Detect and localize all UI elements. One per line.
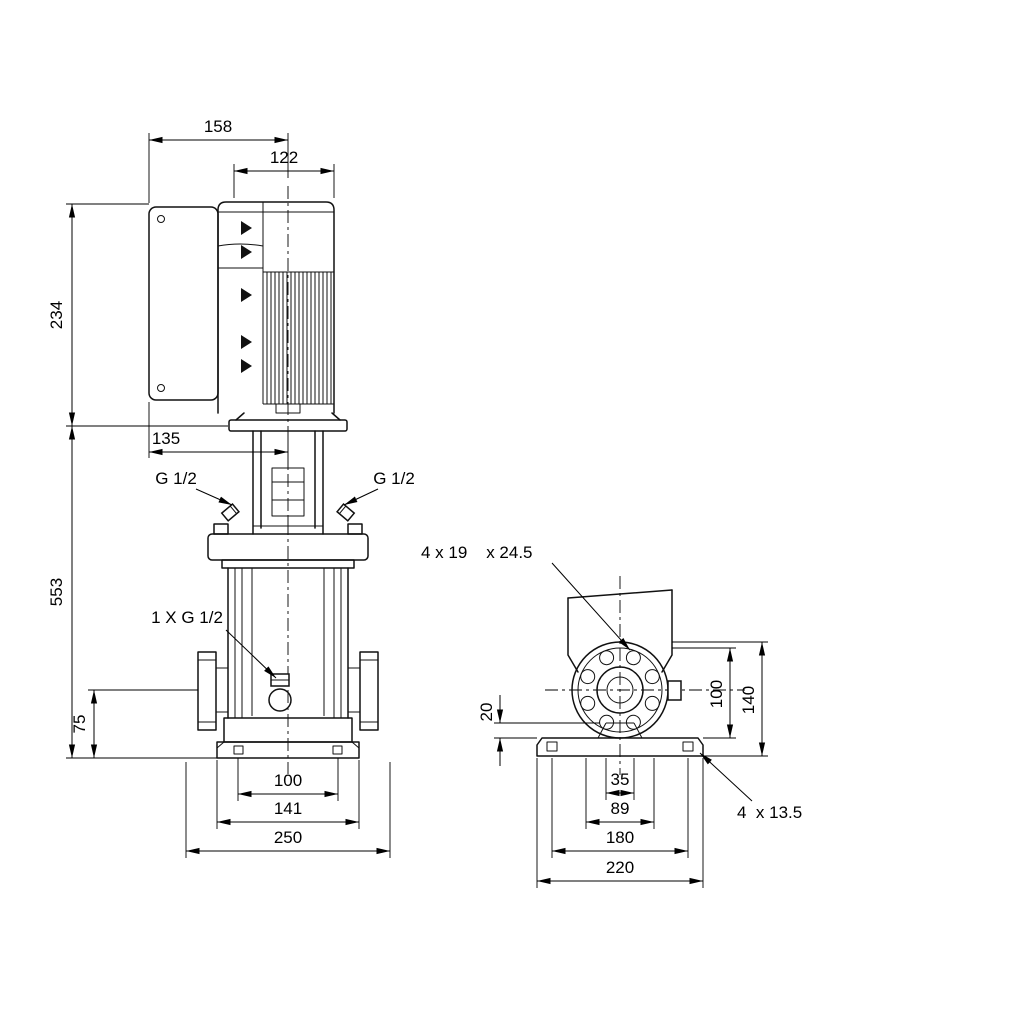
side-view: 158 122 234 553 135 75 xyxy=(47,117,415,858)
dim-75-label: 75 xyxy=(70,715,89,734)
label-g12-right: G 1/2 xyxy=(343,469,415,506)
dim-89: 89 xyxy=(585,758,655,829)
dim-553: 553 xyxy=(47,426,217,759)
dim-100-side-label: 100 xyxy=(274,771,302,790)
dim-35: 35 xyxy=(605,758,635,800)
end-body xyxy=(567,589,673,673)
dim-35-label: 35 xyxy=(611,770,630,789)
pump-base xyxy=(216,717,360,759)
dim-250: 250 xyxy=(185,762,391,858)
dim-122: 122 xyxy=(233,148,335,198)
motor-body xyxy=(217,201,335,414)
dim-141-label: 141 xyxy=(274,799,302,818)
coupling-lantern xyxy=(252,430,324,535)
dim-100-side: 100 xyxy=(237,758,339,801)
flange-bolt-holes xyxy=(580,650,660,730)
label-flange-holes: 4 x 19 x 24.5 xyxy=(421,543,631,651)
dim-158-label: 158 xyxy=(204,117,232,136)
dim-220: 220 xyxy=(536,758,704,888)
dim-180-label: 180 xyxy=(606,828,634,847)
label-g12-left: G 1/2 xyxy=(155,469,233,506)
dim-141: 141 xyxy=(216,760,360,829)
end-view: 20 100 140 35 89 180 xyxy=(421,543,802,888)
g12-left-text: G 1/2 xyxy=(155,469,197,488)
dim-122-label: 122 xyxy=(270,148,298,167)
drain-plug xyxy=(268,673,292,712)
g12-right-text: G 1/2 xyxy=(373,469,415,488)
dim-100-end-label: 100 xyxy=(707,680,726,708)
dim-20: 20 xyxy=(477,695,600,766)
dim-135-label: 135 xyxy=(152,429,180,448)
terminal-box xyxy=(148,206,219,401)
plug-right xyxy=(336,503,356,522)
dim-250-label: 250 xyxy=(274,828,302,847)
dim-180: 180 xyxy=(551,758,689,858)
pump-head xyxy=(207,523,369,569)
stage-sleeve xyxy=(227,567,349,719)
dim-553-label: 553 xyxy=(47,578,66,606)
dim-89-label: 89 xyxy=(611,799,630,818)
flange-side-tab xyxy=(667,680,682,701)
dim-234: 234 xyxy=(47,203,228,427)
stator-clamps xyxy=(241,221,252,373)
dim-135: 135 xyxy=(148,402,288,458)
dim-220-label: 220 xyxy=(606,858,634,877)
cooling-fins xyxy=(266,272,332,404)
dim-158: 158 xyxy=(148,117,289,203)
label-drain: 1 X G 1/2 xyxy=(151,608,277,679)
dim-234-label: 234 xyxy=(47,301,66,329)
port-flanges xyxy=(197,651,379,731)
dim-20-label: 20 xyxy=(477,703,496,722)
flange-holes-text: 4 x 19 x 24.5 xyxy=(421,543,533,562)
dim-140: 140 xyxy=(672,641,768,757)
plug-left xyxy=(220,503,240,522)
dim-140-label: 140 xyxy=(739,686,758,714)
label-base-holes: 4 x 13.5 xyxy=(699,752,802,822)
dim-100-end: 100 xyxy=(672,647,736,739)
base-holes-text: 4 x 13.5 xyxy=(737,803,802,822)
dim-75: 75 xyxy=(70,689,198,758)
drain-text: 1 X G 1/2 xyxy=(151,608,223,627)
